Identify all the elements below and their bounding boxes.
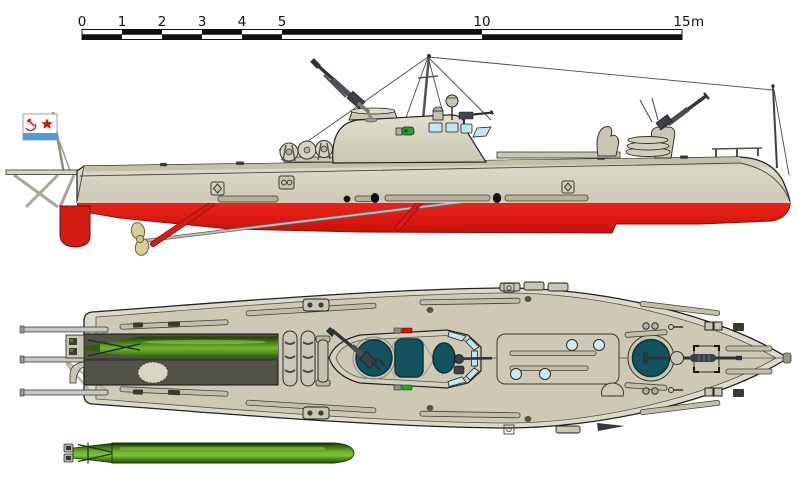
rudder [59,205,91,248]
fore-hatch-coaming [496,151,621,159]
fairlead [210,180,575,196]
hull-box-fitting [278,175,295,190]
scale-bar: 0 1 2 3 4 5 10 15 m [78,14,704,40]
midship-edge-tabs [499,281,581,434]
spare-torpedo [63,442,355,464]
engine-hatch-panel [496,333,620,385]
flag-pole-brace [57,137,72,174]
scale-bar-segments [82,29,682,40]
searchlight [445,94,459,120]
bow-rail [711,147,763,157]
forward-mg-mount-plan [453,354,493,375]
deck-small-fittings [132,281,792,435]
muffler-stack [625,136,671,157]
forward-gun-ring [627,334,742,382]
cable-reels [278,140,333,162]
tower-windows [428,122,492,138]
boot-top-line [77,201,790,203]
mast [417,54,439,121]
bow-jackstaff [771,84,778,169]
tower-hatch [394,338,424,378]
scale-unit-label: m [691,14,704,30]
trough-oval-hatch [137,361,169,384]
winch-drums [282,330,331,387]
scale-tick-label: 3 [198,14,207,30]
transom-edge [76,165,85,203]
navigation-light [395,126,415,136]
helm-hatch [432,342,456,374]
bow-stem-cap [782,352,792,364]
plan-view [19,281,792,435]
scale-tick-label: 1 [118,14,127,30]
hull-underbody-red [76,201,791,234]
flag-star-icon [41,118,53,129]
torpedo-highlight [120,447,325,450]
tower-machine-gun [458,110,494,124]
bow-square-hatch [693,345,720,373]
aft-machine-gun [310,58,378,123]
naval-ensign-flag [22,111,72,175]
conning-tower-plan [326,327,493,391]
stern-bracket-boxes [302,298,330,420]
side-view [5,54,791,256]
flag-blue-stripe [23,133,57,140]
scale-tick-label: 10 [473,14,490,30]
sheer-strake-band [84,157,741,172]
bollards [642,322,659,395]
twin-box-fittings [704,321,723,397]
aft-machine-gun-plan [326,327,386,371]
cleats-plan [668,324,683,393]
scale-tick-label: 0 [78,14,87,30]
scale-tick-label: 4 [238,14,247,30]
conning-tower [332,94,494,164]
bow-chine-line [739,162,790,200]
trough-tail-frame [65,334,85,384]
exhaust-vent-fin [596,126,619,157]
nav-lights-plan [393,327,413,391]
compass-binnacle [432,106,444,121]
aft-gun-ring [355,339,393,377]
half-round-hatch [601,382,624,397]
torpedo-body [111,442,355,464]
hull-side-details [160,151,688,203]
ring-vents [503,283,515,435]
portholes [510,339,605,380]
propeller [130,222,150,256]
stern-platform [5,169,81,209]
hammer-sickle-icon [25,118,37,132]
scale-tick-label: 5 [278,14,287,30]
hull-seam-line [79,162,741,177]
scale-tick-labels: 0 1 2 3 4 5 10 15 m [78,14,704,30]
trough-torpedo [84,336,278,357]
scale-tick-label: 2 [158,14,167,30]
scale-tick-label: 15 [673,14,690,30]
shaft-struts [150,199,423,247]
